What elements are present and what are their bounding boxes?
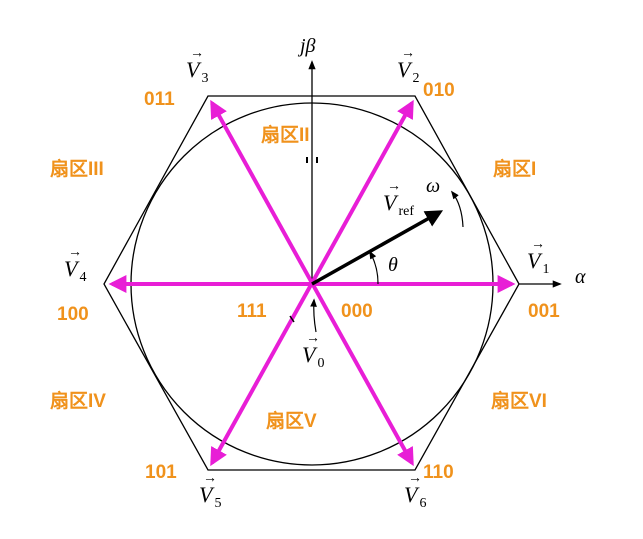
svg-text:→: → [306, 331, 320, 346]
svg-text:→: → [387, 179, 401, 194]
code-v4: 100 [57, 304, 89, 325]
code-zero-right: 000 [341, 301, 373, 322]
svg-text:→: → [203, 471, 217, 486]
sector-ii: 扇区II [261, 123, 310, 146]
svg-text:V3: V3 [186, 57, 208, 86]
jbeta-label: jβ [297, 35, 316, 57]
svg-text:V5: V5 [199, 482, 221, 511]
code-zero-left: 111 [237, 301, 267, 322]
sector-iv: 扇区IV [50, 389, 106, 412]
code-v2: 010 [423, 80, 455, 101]
sector-iii: 扇区III [50, 157, 104, 180]
svg-text:V6: V6 [404, 482, 426, 511]
code-v5: 101 [145, 462, 177, 483]
v0-tick [289, 315, 295, 323]
svg-text:V0: V0 [302, 342, 324, 371]
axis-mark-right [316, 157, 318, 163]
svg-text:→: → [68, 245, 82, 260]
svg-text:→: → [531, 237, 545, 252]
code-v1: 001 [528, 301, 560, 322]
vref-arrow [311, 210, 444, 286]
axis-mark-left [306, 157, 308, 163]
omega-arc [450, 190, 464, 228]
svg-text:→: → [408, 471, 422, 486]
theta-arc [369, 250, 379, 285]
svg-text:V2: V2 [397, 57, 419, 86]
code-v6: 110 [423, 462, 454, 483]
code-v3: 011 [144, 89, 175, 110]
alpha-label: α [575, 266, 586, 288]
omega-label: ω [426, 175, 440, 197]
hexagon-outline [103, 95, 520, 471]
svg-text:V1: V1 [527, 248, 549, 277]
theta-label: θ [388, 254, 398, 276]
v0-pointer [310, 298, 317, 333]
sector-v: 扇区V [266, 409, 317, 432]
svg-text:→: → [190, 46, 204, 61]
sector-vi: 扇区VI [491, 389, 547, 412]
svg-text:V4: V4 [64, 256, 86, 285]
svg-text:→: → [401, 46, 415, 61]
sector-i: 扇区I [493, 157, 536, 180]
